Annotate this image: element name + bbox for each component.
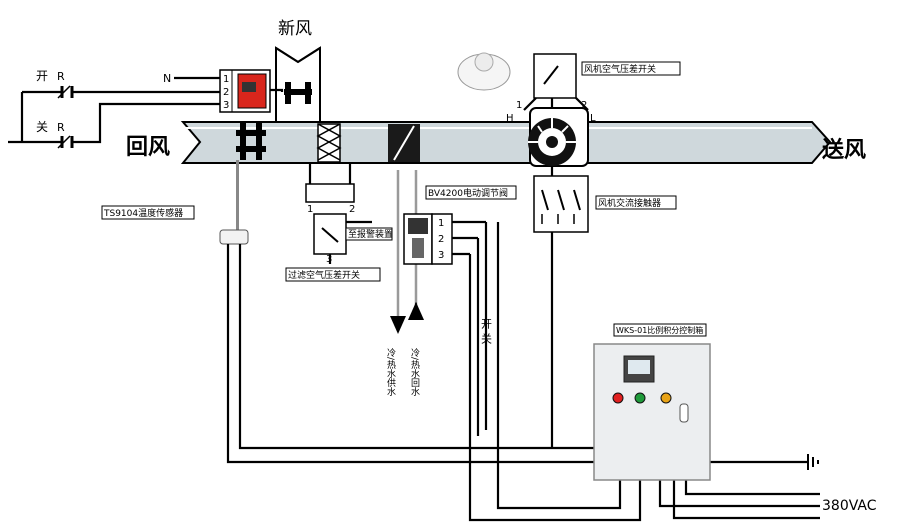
pressure-switch-icon	[457, 52, 511, 91]
return-damper-icon	[236, 122, 266, 160]
temperature-sensor-icon	[219, 160, 249, 245]
fan-term-l: L	[590, 113, 596, 124]
coil-icon	[388, 124, 420, 162]
r-label-2: R	[57, 121, 65, 134]
filter-term-3: 3	[326, 254, 332, 265]
contactor-label: 风机交流接触器	[598, 197, 661, 209]
power-label: 380VAC	[822, 498, 877, 514]
valve-term-2: 2	[438, 234, 444, 245]
fan-term-2: 2	[581, 100, 587, 111]
close-label: 关	[36, 120, 48, 134]
green-lamp	[634, 392, 646, 404]
valve-term-1: 1	[438, 218, 444, 229]
supply-air-label: 送风	[822, 137, 866, 163]
r-label-1: R	[57, 70, 65, 83]
actuator-term-3: 3	[223, 100, 229, 111]
actuator-term-1: 1	[223, 74, 229, 85]
open-close-wiring	[8, 76, 220, 149]
valve-label: BV4200电动调节阀	[428, 187, 508, 199]
supply-water-label: 冷/热水供水	[385, 347, 396, 396]
fan-pressure-switch	[523, 53, 589, 111]
fresh-air-label: 新风	[278, 19, 312, 39]
control-wiring	[226, 222, 820, 522]
filter-term-1: 1	[307, 204, 313, 215]
fan-icon	[528, 107, 589, 167]
fan-term-h: H	[506, 113, 514, 124]
water-pipes	[390, 170, 424, 334]
damper-actuator	[219, 69, 284, 113]
return-water-label: 冷/热水回水	[409, 347, 420, 396]
temp-sensor-label: TS9104温度传感器	[103, 207, 183, 219]
n-label: N	[163, 72, 171, 85]
filter-icon	[316, 123, 342, 163]
actuator-term-2: 2	[223, 87, 229, 98]
valve-actuator-icon	[403, 213, 486, 265]
open-label: 开	[36, 69, 48, 83]
control-box	[593, 343, 711, 481]
alarm-device-label: 至报警装置	[348, 228, 393, 240]
filter-switch-label: 过滤空气压差开关	[288, 269, 360, 281]
fan-pressure-switch-label: 风机空气压差开关	[584, 63, 656, 75]
control-box-label: WKS-01比例积分控制箱	[616, 325, 703, 335]
yellow-lamp	[660, 392, 672, 404]
air-duct	[180, 121, 832, 164]
filter-pressure-switch	[305, 162, 372, 264]
return-air-label: 回风	[126, 135, 170, 160]
fresh-air-damper-icon	[275, 46, 321, 123]
filter-term-2: 2	[349, 204, 355, 215]
contactor	[533, 166, 589, 233]
valve-term-3: 3	[438, 250, 444, 261]
ground-icon	[807, 454, 819, 470]
red-lamp	[612, 392, 624, 404]
fan-term-1: 1	[516, 100, 522, 111]
